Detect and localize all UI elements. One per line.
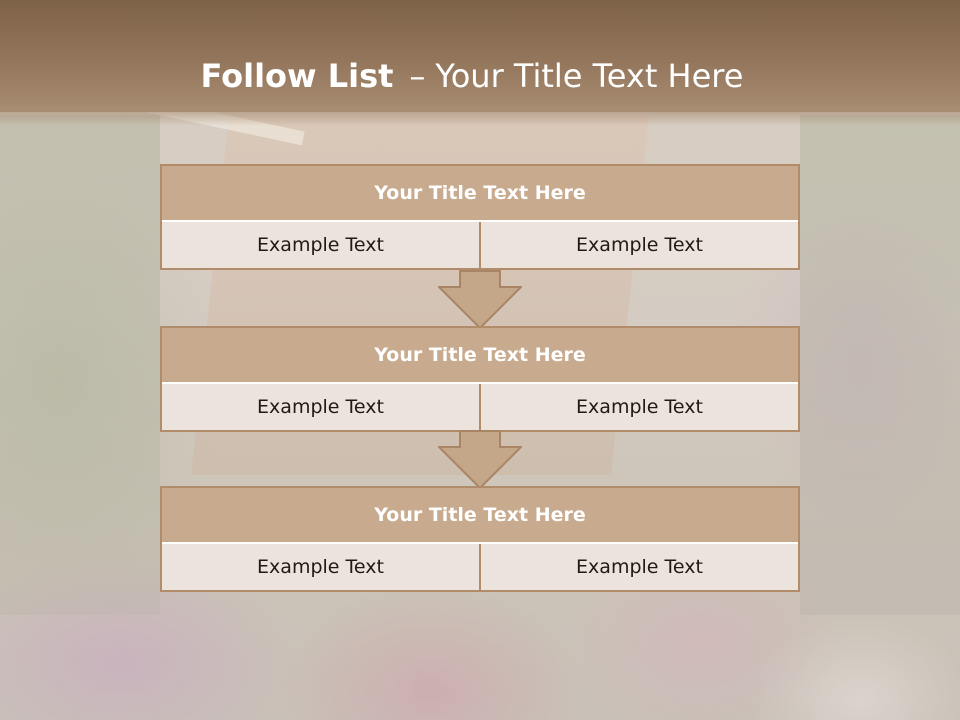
block-cell-right[interactable]: Example Text (479, 222, 798, 268)
list-block-2[interactable]: Your Title Text Here Example Text Exampl… (160, 326, 800, 432)
block-cell-left[interactable]: Example Text (162, 384, 479, 430)
slide-title[interactable]: Follow List–Your Title Text Here (0, 52, 944, 100)
block-cell-right[interactable]: Example Text (479, 544, 798, 590)
block-cell-right[interactable]: Example Text (479, 384, 798, 430)
down-arrow-icon (438, 430, 522, 490)
block-title[interactable]: Your Title Text Here (162, 488, 798, 544)
slide-title-bold: Follow List (200, 57, 394, 95)
header-fade (0, 106, 960, 126)
list-block-1[interactable]: Your Title Text Here Example Text Exampl… (160, 164, 800, 270)
down-arrow-icon (438, 270, 522, 330)
slide-title-rest: Your Title Text Here (435, 57, 744, 95)
block-cell-left[interactable]: Example Text (162, 544, 479, 590)
block-row: Example Text Example Text (162, 544, 798, 590)
block-row: Example Text Example Text (162, 222, 798, 268)
block-title[interactable]: Your Title Text Here (162, 166, 798, 222)
block-row: Example Text Example Text (162, 384, 798, 430)
header-band (0, 0, 960, 112)
slide-title-dash: – (409, 57, 426, 95)
garden-right-decoration (800, 115, 960, 615)
block-title[interactable]: Your Title Text Here (162, 328, 798, 384)
list-block-3[interactable]: Your Title Text Here Example Text Exampl… (160, 486, 800, 592)
block-cell-left[interactable]: Example Text (162, 222, 479, 268)
garden-left-decoration (0, 115, 160, 615)
